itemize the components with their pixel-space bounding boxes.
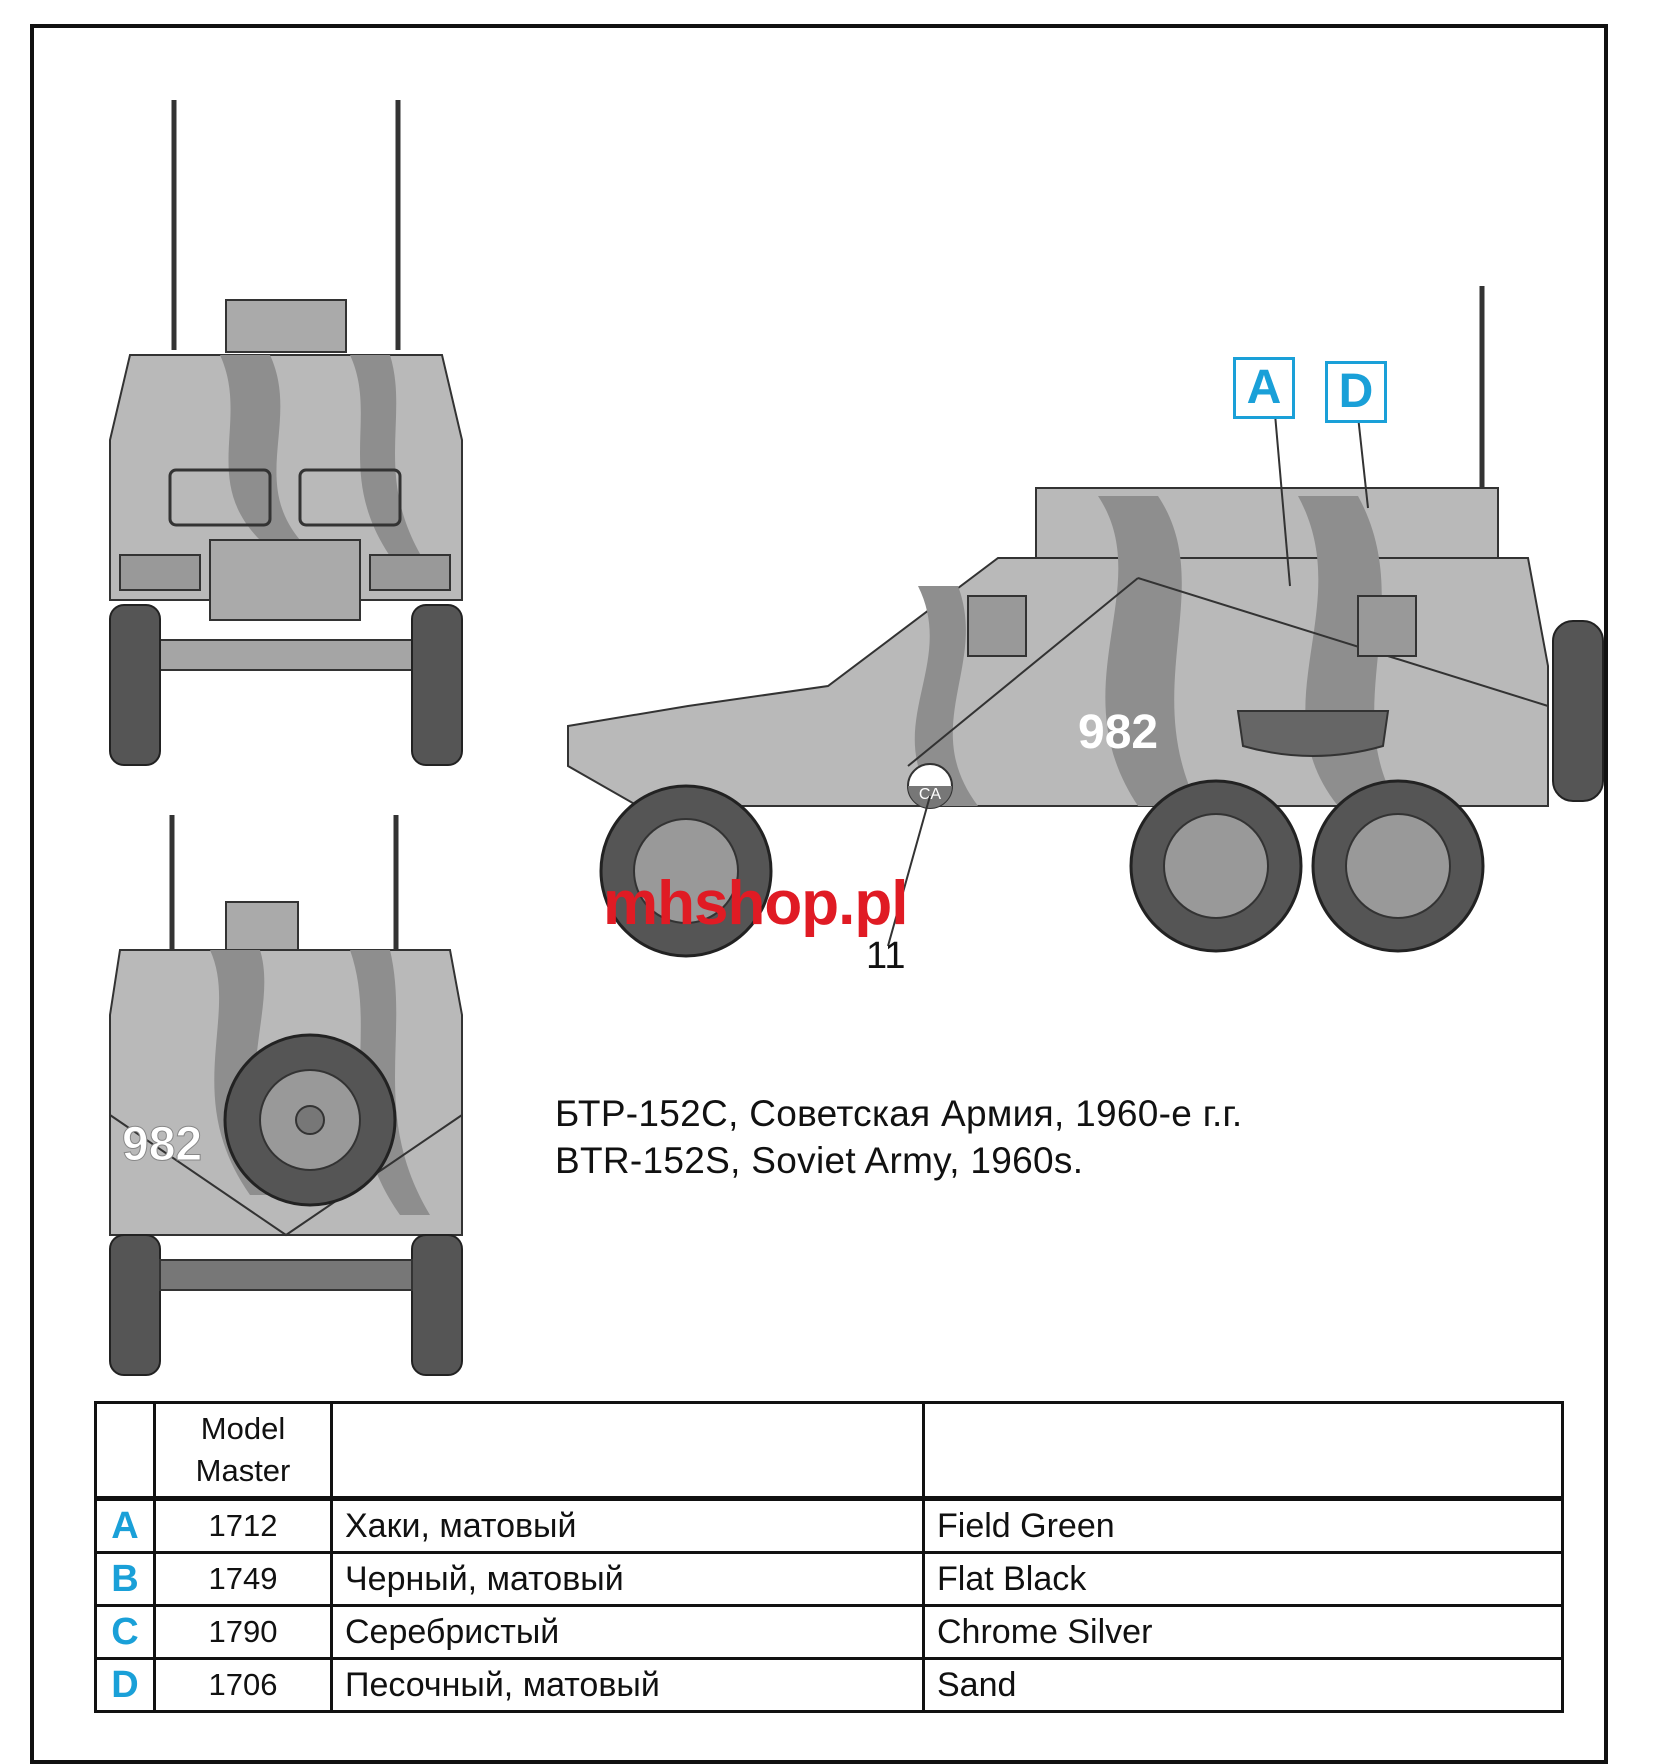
front-view-illustration [109,100,463,766]
rear-hull-number: 982 [122,1118,202,1171]
paint-name-en: Field Green [922,1497,1564,1554]
decal-callout-number: 11 [866,935,906,977]
paint-code: 1749 [153,1551,333,1607]
table-row: A 1712 Хаки, матовый Field Green [94,1497,1564,1554]
paint-name-ru: Песочный, матовый [330,1657,925,1713]
table-row: D 1706 Песочный, матовый Sand [94,1657,1564,1713]
watermark: mhshop.pl [603,869,908,938]
header-en [922,1401,1564,1501]
paint-name-en: Chrome Silver [922,1604,1564,1660]
paint-name-en: Sand [922,1657,1564,1713]
table-row: B 1749 Черный, матовый Flat Black [94,1551,1564,1607]
paint-name-ru: Серебристый [330,1604,925,1660]
paint-letter: A [94,1497,156,1554]
side-hull-number: 982 [1078,706,1158,759]
rear-view-illustration: 982 [109,815,463,1376]
paint-code: 1790 [153,1604,333,1660]
vehicle-caption: БТР-152С, Советская Армия, 1960-е г.г. B… [555,1090,1242,1184]
table-row: C 1790 Серебристый Chrome Silver [94,1604,1564,1660]
caption-russian: БТР-152С, Советская Армия, 1960-е г.г. [555,1093,1243,1134]
header-model-master: Model Master [153,1401,333,1501]
paint-name-en: Flat Black [922,1551,1564,1607]
paint-letter: B [94,1551,156,1607]
paint-code: 1712 [153,1497,333,1554]
header-letter [94,1401,156,1501]
paint-name-ru: Черный, матовый [330,1551,925,1607]
paint-code: 1706 [153,1657,333,1713]
paint-letter: D [94,1657,156,1713]
caption-english: BTR-152S, Soviet Army, 1960s. [555,1140,1084,1181]
header-ru [330,1401,925,1501]
paint-name-ru: Хаки, матовый [330,1497,925,1554]
side-view-illustration: CA 982 [567,286,1604,958]
paint-table: Model Master A 1712 Хаки, матовый Field … [94,1401,1564,1713]
side-roundel-text: CA [919,786,942,803]
paint-callout-a: A [1233,357,1295,419]
paint-table-header: Model Master [94,1401,1564,1501]
paint-letter: C [94,1604,156,1660]
paint-callout-d: D [1325,361,1387,423]
